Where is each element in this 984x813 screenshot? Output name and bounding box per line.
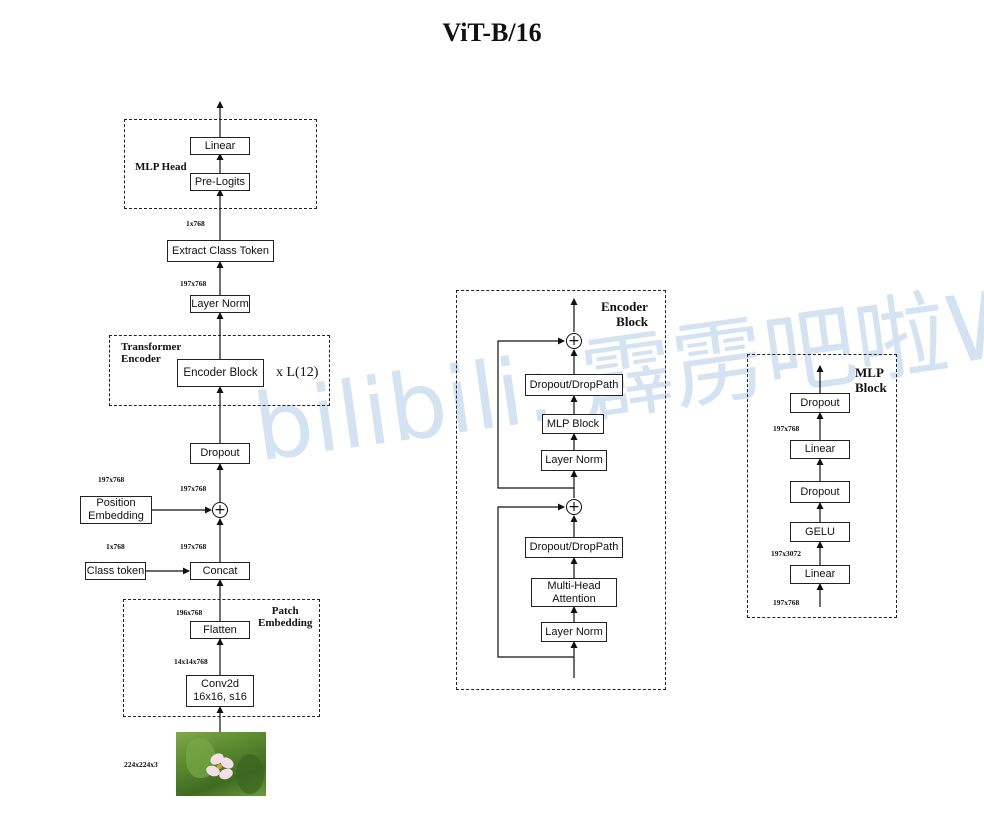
encoder-block-label: Encoder Block — [601, 299, 648, 329]
mlp-dim-197x3072: 197x3072 — [771, 549, 801, 558]
position-embedding-box: Position Embedding — [80, 496, 152, 524]
linear-box: Linear — [190, 137, 250, 155]
mlp-block-group — [747, 354, 897, 618]
class-token-box: Class token — [85, 562, 146, 580]
dropout-droppath-bottom-box: Dropout/DropPath — [525, 537, 623, 558]
transformer-encoder-label: Transformer Encoder — [121, 341, 182, 365]
conv2d-box: Conv2d 16x16, s16 — [186, 675, 254, 707]
mlp-dropout-top-box: Dropout — [790, 393, 850, 413]
transformer-encoder-group — [109, 335, 330, 406]
mlp-dim-197x768-bottom: 197x768 — [773, 598, 800, 607]
dim-197x768-concat: 197x768 — [180, 542, 207, 551]
dropout-box: Dropout — [190, 443, 250, 464]
mlp-block-label: MLP Block — [855, 365, 887, 395]
add-icon-top: + — [566, 333, 582, 349]
dim-197x768-layernorm: 197x768 — [180, 279, 207, 288]
mlp-block-box: MLP Block — [542, 414, 604, 434]
dim-14x14x768: 14x14x768 — [174, 657, 208, 666]
concat-box: Concat — [190, 562, 250, 580]
input-flower-image — [176, 732, 266, 796]
mlp-linear-top-box: Linear — [790, 440, 850, 459]
dropout-droppath-top-box: Dropout/DropPath — [525, 374, 623, 396]
flatten-box: Flatten — [190, 621, 250, 639]
dim-1x768-top: 1x768 — [186, 219, 205, 228]
patch-embedding-group — [123, 599, 320, 717]
dim-1x768-cls: 1x768 — [106, 542, 125, 551]
mlp-head-label: MLP Head — [135, 161, 187, 173]
extract-class-token-box: Extract Class Token — [167, 240, 274, 262]
mlp-linear-bottom-box: Linear — [790, 565, 850, 584]
encoder-block-group — [456, 290, 666, 690]
mlp-dim-197x768-top: 197x768 — [773, 424, 800, 433]
layer-norm-box: Layer Norm — [190, 295, 250, 313]
layer-norm-top-box: Layer Norm — [541, 450, 607, 471]
pre-logits-box: Pre-Logits — [190, 173, 250, 191]
mlp-head-group — [124, 119, 317, 209]
add-icon-bottom: + — [566, 499, 582, 515]
input-size-label: 224x224x3 — [124, 760, 158, 769]
multi-head-attention-box: Multi-Head Attention — [531, 578, 617, 607]
patch-embedding-label: Patch Embedding — [258, 605, 313, 629]
eb-residual-1 — [497, 503, 574, 658]
gelu-box: GELU — [790, 522, 850, 542]
eb-residual-2 — [497, 337, 574, 489]
dim-197x768-drop: 197x768 — [180, 484, 207, 493]
layer-norm-bottom-box: Layer Norm — [541, 622, 607, 642]
encoder-block-box: Encoder Block — [177, 359, 264, 387]
add-icon: + — [212, 502, 228, 518]
repeat-count-label: x L(12) — [276, 365, 319, 380]
dim-197x768-pos: 197x768 — [98, 475, 125, 484]
dim-196x768: 196x768 — [176, 608, 203, 617]
diagram-title: ViT-B/16 — [442, 18, 542, 47]
mlp-dropout-mid-box: Dropout — [790, 481, 850, 503]
